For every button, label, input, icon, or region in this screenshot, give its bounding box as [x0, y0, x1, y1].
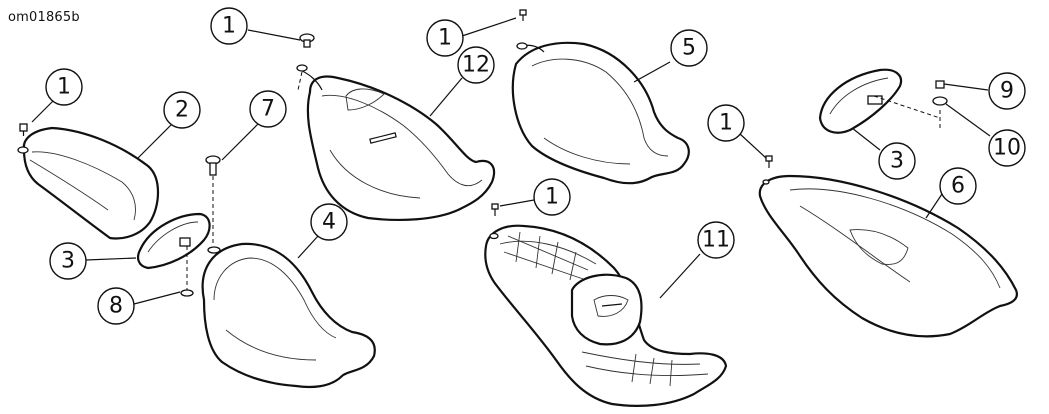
svg-text:6: 6: [951, 174, 965, 199]
svg-text:9: 9: [1000, 79, 1014, 104]
svg-text:4: 4: [322, 210, 336, 235]
callout-7: 7: [249, 90, 287, 128]
part-9-nut: [935, 80, 945, 89]
svg-text:1: 1: [438, 26, 452, 51]
part-1-screw-a: [17, 123, 29, 154]
callout-1-c: 1: [426, 19, 464, 57]
part-5-solo-seat: [511, 41, 690, 185]
svg-text:1: 1: [719, 111, 733, 136]
svg-text:10: 10: [993, 136, 1021, 161]
callout-1-e: 1: [707, 104, 745, 142]
svg-text:1: 1: [545, 185, 559, 210]
part-7-bolt: [205, 155, 221, 246]
part-1-screw-d: [491, 203, 499, 216]
svg-text:3: 3: [61, 249, 75, 274]
svg-text:3: 3: [890, 149, 904, 174]
svg-text:8: 8: [109, 294, 123, 319]
svg-text:5: 5: [682, 36, 696, 61]
part-4-solo-seat: [201, 242, 376, 389]
callout-3-b: 3: [878, 142, 916, 180]
part-1-screw-b: [299, 33, 315, 48]
svg-text:1: 1: [57, 75, 71, 100]
callout-4: 4: [310, 203, 348, 241]
figure-id-label: om01865b: [8, 10, 80, 25]
callout-11: 11: [697, 221, 735, 259]
part-12-seat: [296, 64, 496, 222]
callout-1-b: 1: [210, 7, 248, 45]
part-8-washer: [180, 246, 194, 297]
callout-5: 5: [670, 29, 708, 67]
callout-1-d: 1: [533, 178, 571, 216]
callout-6: 6: [939, 167, 977, 205]
svg-text:1: 1: [222, 14, 236, 39]
callout-9: 9: [988, 72, 1026, 110]
callout-10: 10: [988, 129, 1026, 167]
part-3-strap-left: [137, 212, 211, 270]
part-2-passenger-pillion: [22, 126, 159, 240]
callout-2: 2: [163, 91, 201, 129]
part-3-strap-right: [818, 68, 941, 134]
part-1-screw-c: [519, 9, 527, 21]
svg-text:12: 12: [462, 53, 490, 78]
part-11-seat: [484, 224, 728, 407]
svg-text:2: 2: [175, 98, 189, 123]
callout-3-a: 3: [49, 242, 87, 280]
part-1-screw-e: [765, 155, 773, 168]
callout-1-a: 1: [45, 68, 83, 106]
callout-12: 12: [457, 46, 495, 84]
callout-8: 8: [97, 287, 135, 325]
leader-lines: [31, 17, 991, 305]
svg-text:7: 7: [261, 97, 275, 122]
part-6-two-up-seat: [758, 174, 1018, 338]
svg-text:11: 11: [702, 228, 730, 253]
part-10-washer: [932, 96, 948, 106]
